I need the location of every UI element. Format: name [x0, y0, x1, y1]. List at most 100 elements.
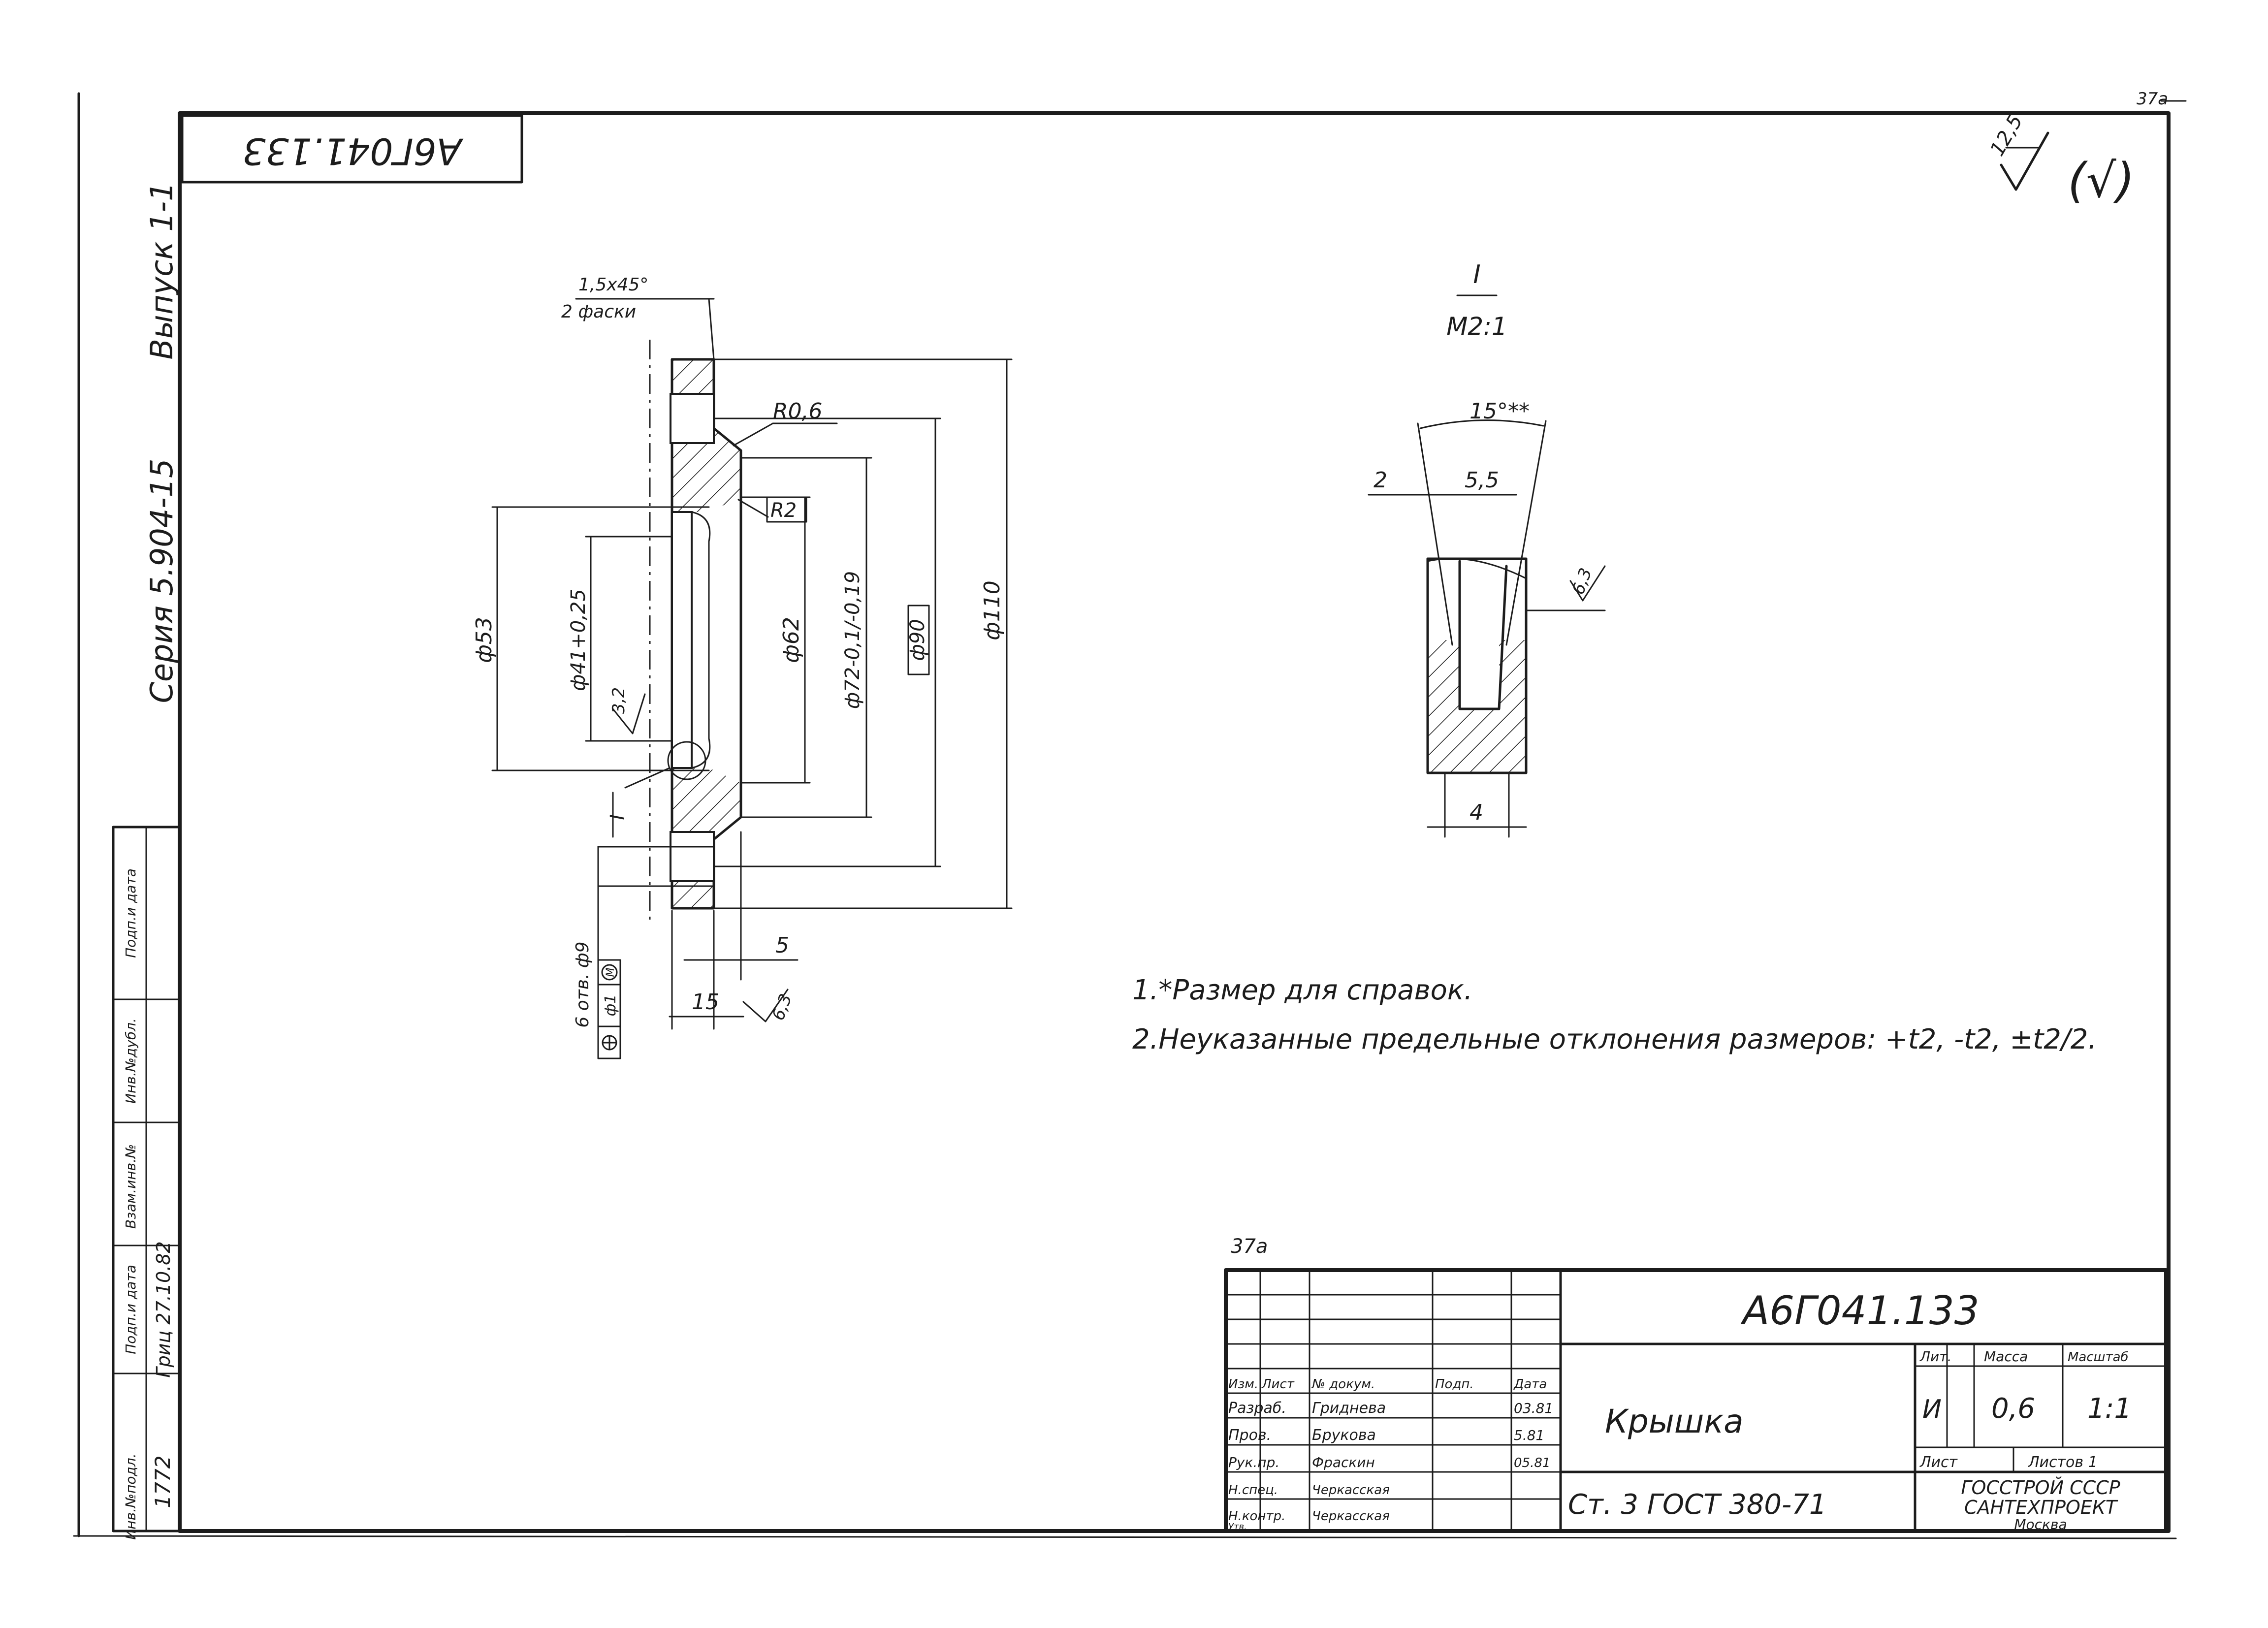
designation-stamp: А6Г041.133 [181, 114, 523, 184]
detail-circle-I [667, 741, 706, 780]
left-sidebar: Серия 5.904-15 Выпуск 1-1 Инв.№подл. Под… [112, 182, 181, 1540]
detail-dim-2: 2 [1374, 468, 1387, 493]
tb-name-lead: Фраскин [1312, 1454, 1375, 1470]
tb-role-approver: Утв. [1228, 1522, 1247, 1532]
chamfer-size: 1,5x45° [578, 275, 648, 295]
title-block-mark: 37а [1231, 1235, 1268, 1258]
sidebar-inventory-number: 1772 [151, 1456, 175, 1508]
main-view: 1,5x45° 2 фаски R0,6 R2 ф53 ф41+0,25 ф62… [472, 275, 1013, 1059]
tb-material: Ст. 3 ГОСТ 380-71 [1568, 1489, 1827, 1521]
roughness-symbol [2000, 131, 2049, 191]
tb-mass-value: 0,6 [1991, 1393, 2035, 1425]
radius-small: R2 [770, 499, 797, 522]
chamfer-leader-tail [708, 298, 715, 360]
note-2: 2.Неуказанные предельные отклонения разм… [1132, 1023, 2097, 1055]
tb-part-name: Крышка [1605, 1403, 1744, 1440]
general-surface-finish: 12,5 (√) [1986, 111, 2135, 208]
tb-org-line-1: ГОССТРОЙ СССР [1961, 1477, 2120, 1499]
title-block: 37а Изм. Лист № докум. Подп. Дата Разраб… [1224, 1235, 2168, 1533]
angle-arc [1419, 419, 1544, 429]
section-mark-leader [624, 767, 671, 789]
dia-41: ф41+0,25 [567, 589, 590, 691]
reference-box-90 [907, 605, 930, 675]
detail-view: I М2:1 15°** 2 5,5 6,3 4 [1368, 260, 1606, 838]
sidebar-cell-1: Инв.№подл. [123, 1453, 139, 1539]
sidebar-cell-5: Подп.и дата [123, 868, 139, 958]
section-mark: I [607, 814, 629, 820]
tb-lit-value: И [1922, 1395, 1942, 1424]
tb-header-sign: Подп. [1435, 1377, 1474, 1392]
finish-face: 6,3 [768, 991, 796, 1023]
tb-sheets-label: Листов 1 [2028, 1454, 2098, 1471]
dia-72: ф72-0,1/-0,19 [841, 571, 864, 709]
finish-inner-symbol [612, 693, 646, 734]
detail-label: I [1473, 260, 1480, 289]
title-block-frame [1224, 1268, 2168, 1533]
chamfer-count: 2 фаски [561, 302, 636, 322]
angle-leg-right [1505, 420, 1547, 646]
tb-date-checker: 5.81 [1514, 1427, 1544, 1443]
inner-frame [178, 111, 2171, 1533]
holes-note: 6 отв. ф9 [573, 941, 593, 1027]
stamp-designation: А6Г041.133 [243, 129, 464, 172]
note-1: 1.*Размер для справок. [1132, 974, 1473, 1006]
sidebar-cell-2: Подп.и дата [123, 1265, 139, 1354]
roughness-general-value: 12,5 [1986, 111, 2027, 160]
bottom-trim-line [73, 1535, 2177, 1539]
tb-date-developer: 03.81 [1514, 1400, 1553, 1416]
tb-name-developer: Гриднева [1312, 1400, 1386, 1417]
tb-header-date: Дата [1513, 1377, 1547, 1392]
issue-label: Выпуск 1-1 [144, 182, 180, 359]
tb-name-control: Черкасская [1312, 1509, 1390, 1524]
detail-scale: М2:1 [1446, 312, 1507, 341]
sidebar-cell-3: Взам.инв.№ [123, 1144, 139, 1229]
tb-header-sheet: Лист [1261, 1377, 1295, 1392]
stamp-box [181, 114, 523, 184]
detail-dim-5-5: 5,5 [1465, 468, 1499, 493]
bore-groove [691, 511, 711, 769]
corner-mark: 37а [2137, 89, 2168, 109]
detail-angle: 15°** [1469, 399, 1530, 424]
tb-name-checker: Брукова [1312, 1427, 1376, 1444]
tb-scale-label: Масштаб [2068, 1350, 2129, 1365]
dim-15: 15 [692, 990, 719, 1015]
tb-header-doc: № докум. [1311, 1377, 1375, 1392]
tb-org-line-2: САНТЕХПРОЕКТ [1964, 1497, 2118, 1518]
tb-sheet-label: Лист [1919, 1454, 1958, 1471]
dia-62: ф62 [779, 617, 804, 663]
dia-90: ф90 [906, 619, 929, 661]
tb-lit-label: Лит. [1919, 1348, 1951, 1365]
finish-face-symbol [742, 989, 789, 1022]
position-tolerance: ф1 [602, 994, 619, 1017]
max-material-modifier: M [605, 967, 617, 977]
tb-name-spec: Черкасская [1312, 1483, 1390, 1498]
finish-inner: 3,2 [609, 687, 629, 714]
sidebar-cell-4: Инв.№дубл. [123, 1018, 139, 1104]
tb-mass-label: Масса [1984, 1348, 2028, 1365]
tb-org-line-3: Москва [2014, 1516, 2067, 1532]
detail-top-curve [1427, 558, 1527, 579]
tb-role-developer: Разраб. [1228, 1400, 1286, 1417]
bolt-hole-bottom [670, 831, 715, 882]
series-label: Серия 5.904-15 [144, 459, 180, 703]
tb-role-spec: Н.спец. [1228, 1483, 1278, 1498]
detail-dim-4: 4 [1469, 800, 1483, 825]
bore [671, 511, 693, 769]
drawing-frame: 37а [73, 89, 2187, 1539]
position-tolerance-frame [597, 959, 621, 1059]
detail-hatch [1428, 640, 1526, 773]
tb-role-lead: Рук.пр. [1228, 1454, 1279, 1470]
tb-date-lead: 05.81 [1514, 1456, 1550, 1470]
radius-small-leader [737, 499, 769, 518]
sidebar-signature-date: Гриц 27.10.82 [153, 1241, 174, 1377]
tb-header-change: Изм. [1228, 1377, 1258, 1392]
detail-finish: 6,3 [1568, 566, 1596, 597]
radius-large-leader [733, 422, 774, 447]
tb-role-control: Н.контр. [1228, 1509, 1285, 1524]
angle-leg-left [1417, 422, 1453, 646]
bolt-hole-top [670, 393, 715, 444]
detail-groove [1458, 560, 1508, 710]
radius-large: R0,6 [773, 399, 823, 424]
